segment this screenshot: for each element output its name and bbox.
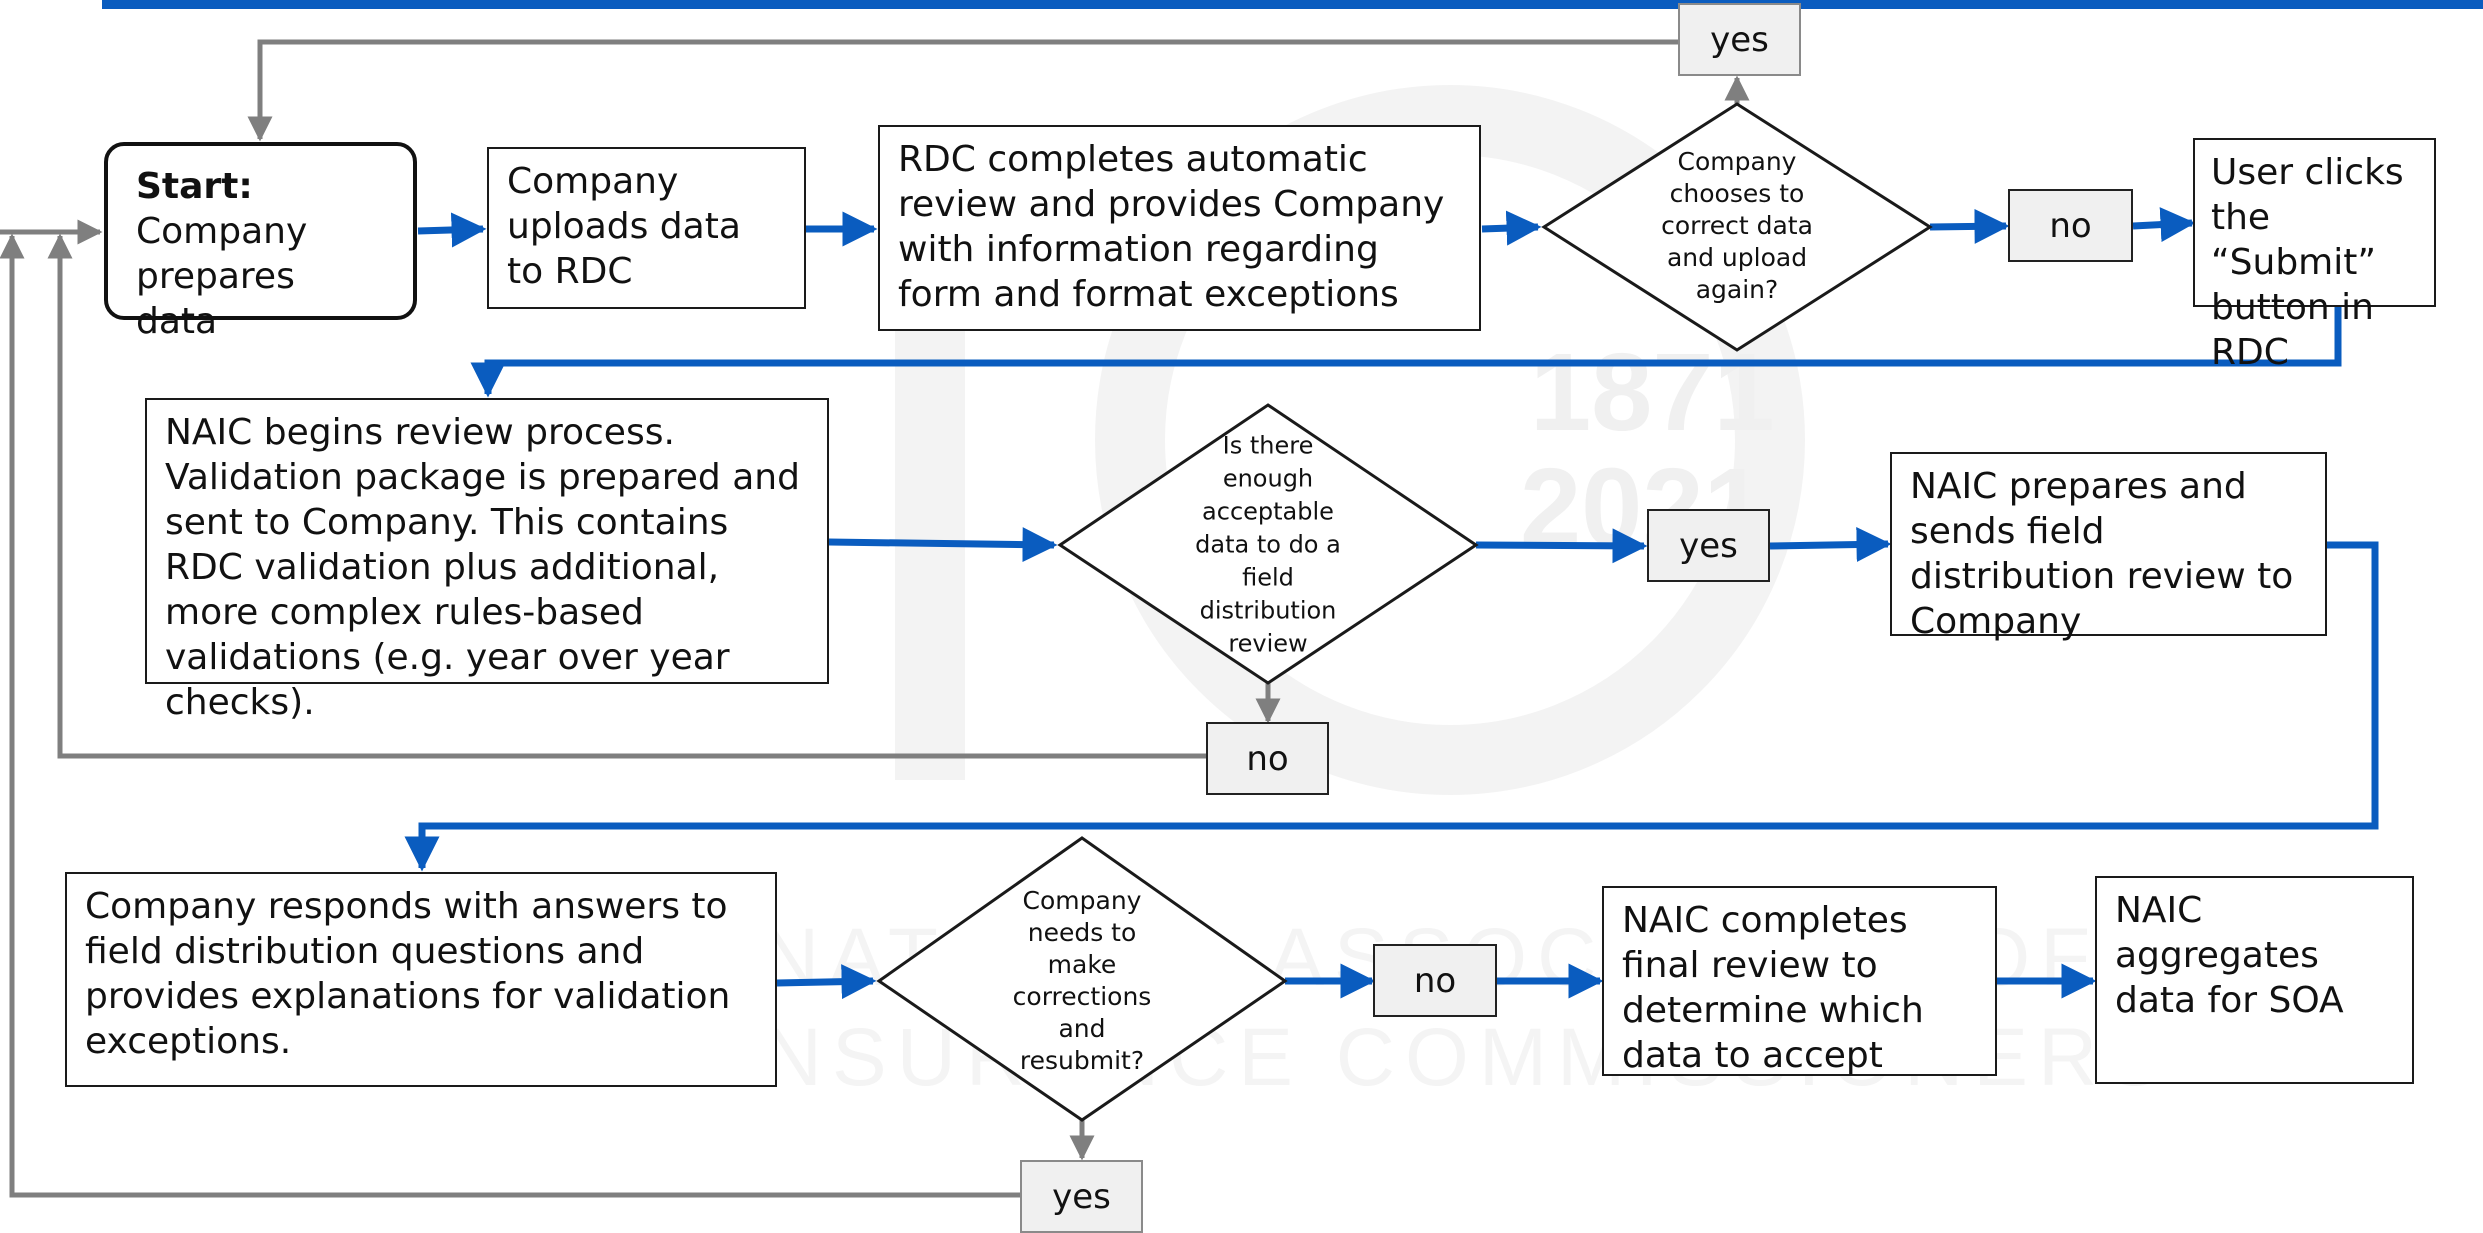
loop-yes-bottom-to-start — [0, 233, 1020, 1198]
arrow-review-to-decision1 — [1481, 210, 1542, 246]
start-node: Start: Company prepares data — [104, 142, 417, 342]
step-aggregate-box: NAIC aggregates data for SOA — [2095, 876, 2414, 1084]
arrow-submit-to-naic-review — [470, 307, 2342, 398]
label-yes-top: yes — [1678, 3, 1801, 76]
start-text: Company prepares data — [136, 211, 308, 342]
label-yes-mid: yes — [1647, 509, 1770, 582]
arrow-decision2-to-yes — [1475, 528, 1648, 564]
top-accent-bar — [102, 0, 2483, 9]
label-no-mid: no — [1206, 722, 1329, 795]
decision-enough-data-text: Is there enough acceptable data to do a … — [1195, 431, 1341, 658]
step-field-dist-box: NAIC prepares and sends field distributi… — [1890, 452, 2327, 642]
start-label: Start: — [136, 166, 253, 207]
arrow-responds-to-decision3 — [776, 964, 877, 1000]
label-no-bottom: no — [1373, 944, 1497, 1017]
decision-correct-upload-diamond — [1541, 102, 1933, 352]
step-final-review-box: NAIC completes final review to determine… — [1602, 886, 1997, 1076]
step-submit-box: User clicks the “Submit” button in RDC — [2193, 138, 2436, 373]
arrow-naic-review-to-decision2 — [828, 527, 1058, 563]
step-naic-review-box: NAIC begins review process. Validation p… — [145, 398, 829, 723]
arrow-yes-to-field-dist — [1769, 527, 1892, 563]
decision-corrections-text: Company needs to make corrections and re… — [1012, 886, 1152, 1075]
decision-corrections-diamond — [876, 836, 1288, 1122]
decision-enough-data-diamond — [1057, 403, 1479, 685]
loop-no-to-start — [47, 233, 1206, 759]
arrow-start-to-upload — [417, 212, 487, 248]
loop-yes-to-start — [247, 39, 1678, 142]
step-company-responds-box: Company responds with answers to field d… — [65, 872, 777, 1087]
watermark-year-1: 1871 — [1530, 331, 1775, 454]
step-auto-review-box: RDC completes automatic review and provi… — [878, 125, 1481, 331]
label-yes-bottom: yes — [1020, 1160, 1143, 1233]
arrow-field-dist-to-company-responds — [404, 541, 2379, 872]
arrow-no-to-submit — [2132, 207, 2196, 243]
decision-correct-upload-text: Company chooses to correct data and uplo… — [1661, 147, 1813, 304]
step-upload-box: Company uploads data to RDC — [487, 147, 806, 309]
arrow-decision1-to-no — [1929, 208, 2010, 244]
label-no-top: no — [2008, 189, 2133, 262]
